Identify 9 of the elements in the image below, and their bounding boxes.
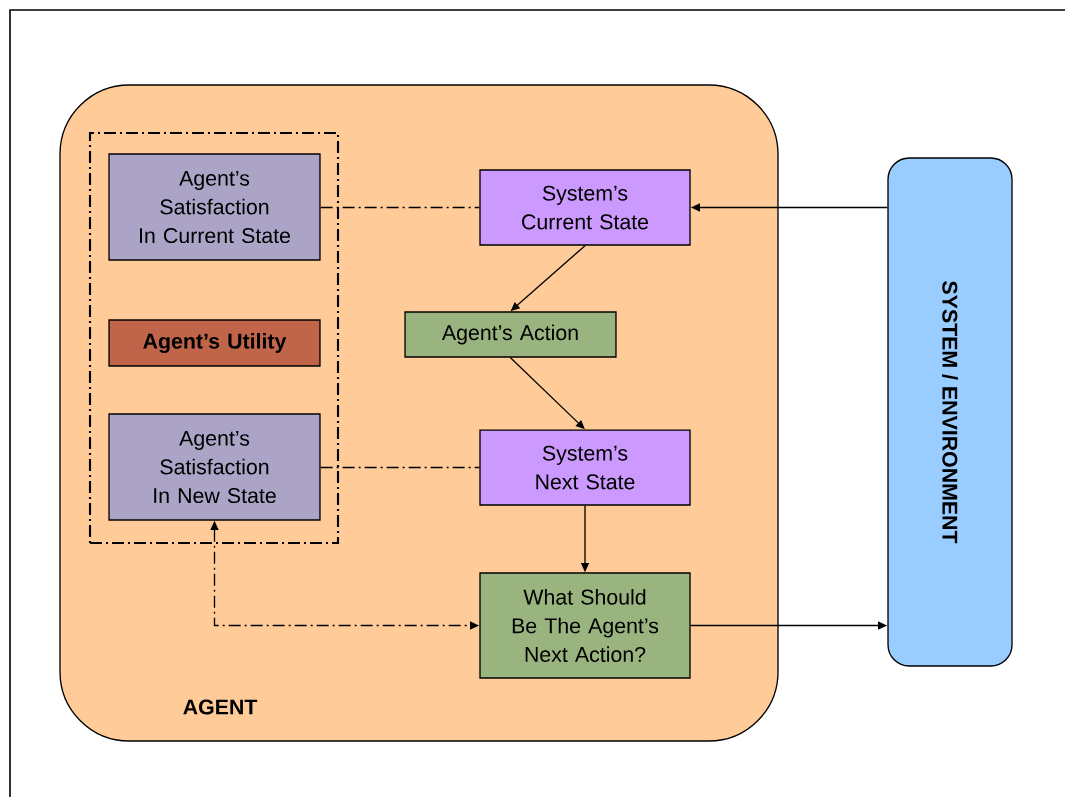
process-box: Agent’s Satisfaction In Current State: [108, 153, 321, 261]
process-box: Agent’s Action: [404, 311, 617, 358]
process-box: System’s Next State: [479, 429, 691, 506]
process-box: Agent’s Utility: [108, 319, 321, 367]
environment-panel: SYSTEM / ENVIRONMENT: [887, 157, 1013, 667]
process-box: Agent’s Satisfaction In New State: [108, 413, 321, 521]
process-box: System’s Current State: [479, 169, 691, 246]
group-frame: [88, 131, 340, 545]
process-box: What Should Be The Agent’s Next Action?: [479, 572, 691, 679]
